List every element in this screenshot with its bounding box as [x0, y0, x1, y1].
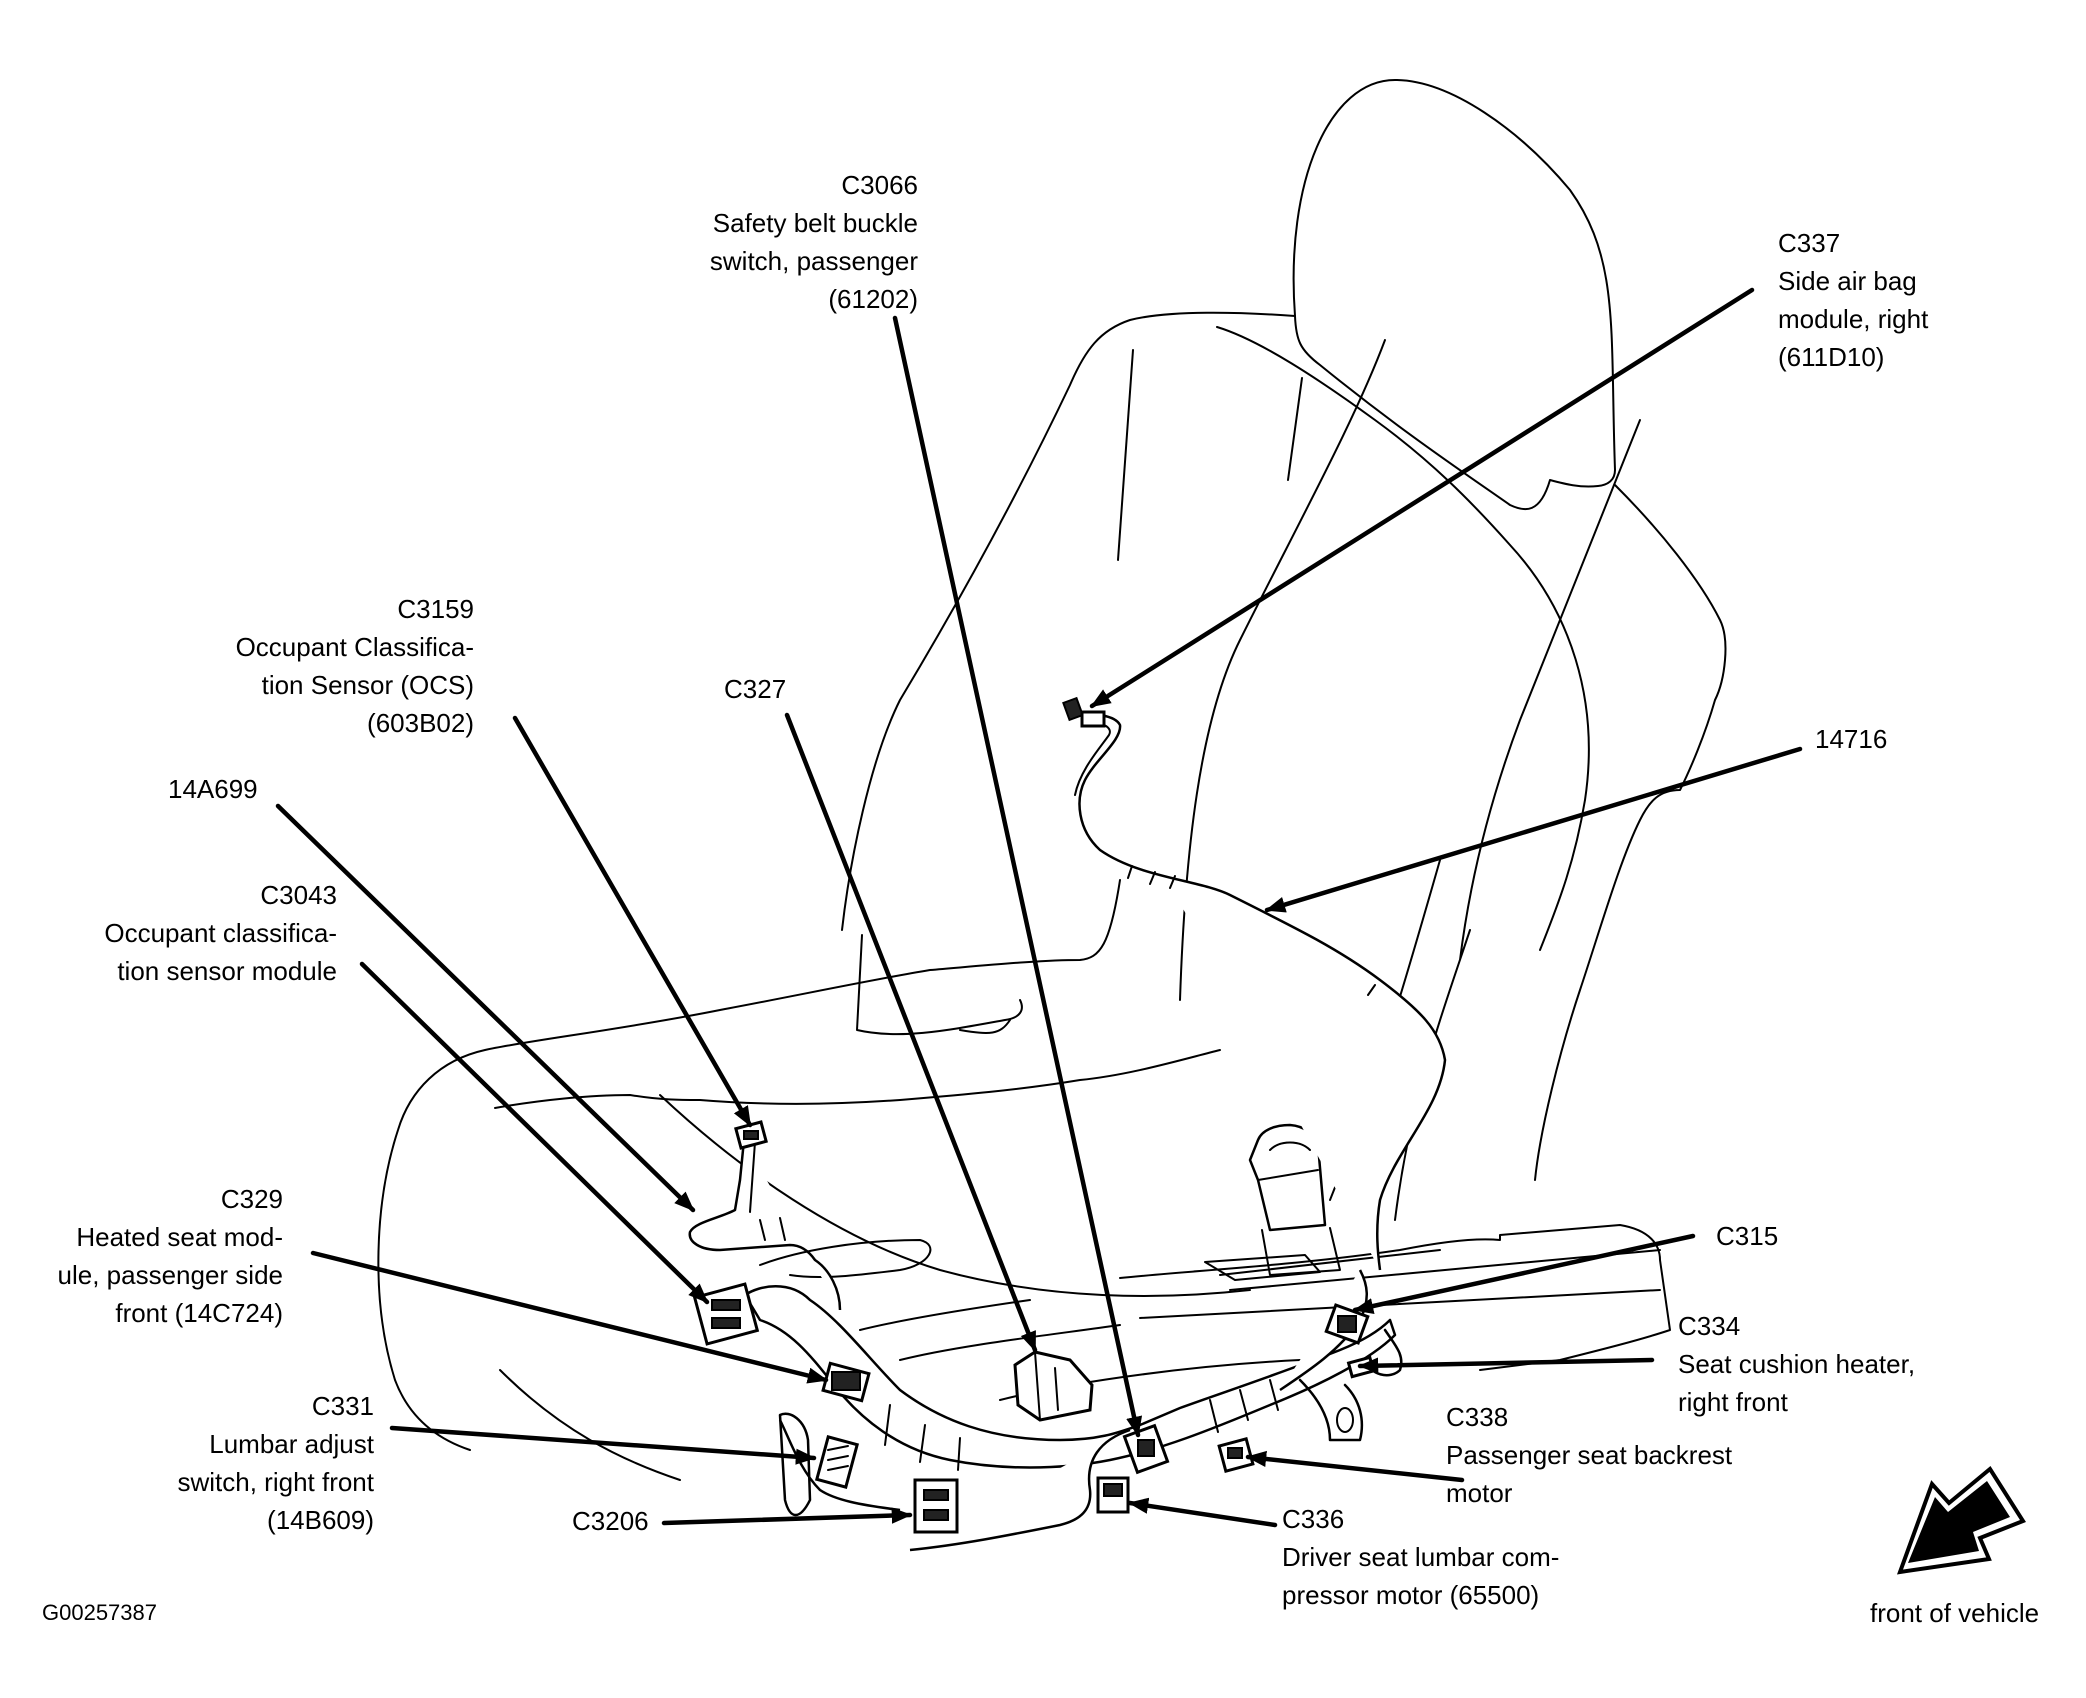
callout-desc: Side air bag — [1778, 266, 1917, 296]
leader-c327 — [784, 712, 1038, 1353]
callout-desc: tion Sensor (OCS) — [261, 670, 474, 700]
connector-c327 — [1013, 1350, 1094, 1422]
callout-c327: C327 — [724, 670, 786, 708]
callout-c337: C337 Side air bag module, right (611D10) — [1778, 224, 1928, 376]
side-airbag-harness — [1062, 696, 1447, 1271]
backrest-right-edge — [1534, 484, 1727, 1181]
connector-c3206 — [913, 1478, 959, 1534]
callout-desc: front (14C724) — [115, 1298, 283, 1328]
callout-code: C327 — [724, 674, 787, 704]
callout-c3066: C3066 Safety belt buckle switch, passeng… — [710, 166, 918, 318]
callout-desc: Driver seat lumbar com- — [1282, 1542, 1560, 1572]
main-harness — [688, 1139, 1403, 1552]
leader-c315 — [1352, 1233, 1696, 1315]
leader-c329 — [310, 1250, 829, 1384]
callout-desc: Occupant classifica- — [104, 918, 337, 948]
callout-code: C3206 — [572, 1506, 649, 1536]
callout-code: C336 — [1282, 1504, 1345, 1534]
callout-desc: switch, right front — [177, 1467, 374, 1497]
leader-c337 — [1089, 287, 1755, 709]
connector-c315 — [1324, 1303, 1370, 1345]
callout-code: C3159 — [397, 594, 474, 624]
callout-desc: motor — [1446, 1478, 1513, 1508]
cushion-side-lines — [759, 1239, 1301, 1401]
leader-14a699 — [275, 803, 696, 1213]
callout-code: C3043 — [260, 880, 337, 910]
leader-lines — [275, 287, 1803, 1528]
callout-code: 14716 — [1815, 724, 1888, 754]
leader-c331 — [389, 1425, 817, 1465]
connectors — [692, 1120, 1376, 1534]
callout-14a699: 14A699 — [168, 770, 258, 808]
callout-desc: module, right — [1778, 304, 1929, 334]
connector-c329 — [821, 1361, 871, 1403]
leader-c3159 — [512, 715, 753, 1128]
callout-desc: Seat cushion heater, — [1678, 1349, 1916, 1379]
callout-code: C338 — [1446, 1402, 1509, 1432]
backrest-lower-fold — [856, 934, 1023, 1036]
callout-c3043: C3043 Occupant classifica- tion sensor m… — [104, 876, 337, 990]
connector-c336 — [1096, 1476, 1130, 1514]
front-of-vehicle-label: front of vehicle — [1870, 1598, 2040, 1628]
callout-desc: Safety belt buckle — [712, 208, 918, 238]
backrest-crease-mid — [1179, 339, 1386, 1001]
seat-outline — [377, 79, 1727, 1481]
leader-c334 — [1357, 1357, 1655, 1374]
callout-desc: (611D10) — [1778, 342, 1885, 372]
callout-code: 14A699 — [168, 774, 258, 804]
backrest-outline — [841, 311, 1296, 931]
callout-code: C329 — [220, 1184, 283, 1214]
callout-desc: Passenger seat backrest — [1446, 1440, 1733, 1470]
callout-code: C337 — [1778, 228, 1841, 258]
callout-c334: C334 Seat cushion heater, right front — [1678, 1307, 1915, 1421]
headrest — [1292, 79, 1616, 511]
callout-desc: ule, passenger side — [57, 1260, 283, 1290]
callout-c336: C336 Driver seat lumbar com- pressor mot… — [1282, 1500, 1559, 1614]
callout-c338: C338 Passenger seat backrest motor — [1446, 1398, 1732, 1512]
seat-base-inner — [1204, 1254, 1321, 1281]
callout-c331: C331 Lumbar adjust switch, right front (… — [177, 1387, 374, 1539]
callout-code: C315 — [1716, 1221, 1779, 1251]
callout-desc: (61202) — [828, 284, 918, 314]
callout-desc: (14B609) — [267, 1505, 374, 1535]
callout-desc: Lumbar adjust — [209, 1429, 374, 1459]
leader-c3206 — [661, 1507, 913, 1526]
leader-c3066 — [892, 315, 1143, 1438]
leader-c336 — [1127, 1497, 1278, 1528]
connector-c331 — [814, 1435, 860, 1489]
leader-c338 — [1245, 1450, 1465, 1483]
callout-desc: tion sensor module — [117, 956, 337, 986]
backrest-inner-curve — [1216, 326, 1590, 951]
callout-desc: Heated seat mod- — [76, 1222, 283, 1252]
leader-14716 — [1264, 746, 1803, 913]
callout-desc: (603B02) — [367, 708, 474, 738]
connector-c3043 — [692, 1282, 760, 1346]
direction-arrow-icon — [1896, 1466, 2026, 1575]
callout-desc: right front — [1678, 1387, 1788, 1417]
callout-desc: pressor motor (65500) — [1282, 1580, 1540, 1610]
figure-id: G00257387 — [42, 1600, 157, 1625]
callout-code: C331 — [311, 1391, 374, 1421]
callout-c315: C315 — [1716, 1217, 1778, 1255]
callout-code: C334 — [1678, 1311, 1741, 1341]
backrest-crease-left — [1117, 349, 1303, 561]
callout-desc: Occupant Classifica- — [235, 632, 474, 662]
leader-c3043 — [359, 961, 710, 1305]
callout-c3159: C3159 Occupant Classifica- tion Sensor (… — [236, 590, 474, 742]
callout-c3206: C3206 — [572, 1502, 649, 1540]
cushion-crease — [659, 1094, 1251, 1297]
callout-c329: C329 Heated seat mod- ule, passenger sid… — [58, 1180, 283, 1332]
cushion-front-edge — [494, 1049, 1221, 1109]
connector-c3066 — [1122, 1423, 1170, 1475]
callout-desc: switch, passenger — [709, 246, 918, 276]
seat-base — [1119, 1224, 1671, 1371]
callout-code: C3066 — [841, 170, 918, 200]
callout-14716: 14716 — [1815, 720, 1887, 758]
